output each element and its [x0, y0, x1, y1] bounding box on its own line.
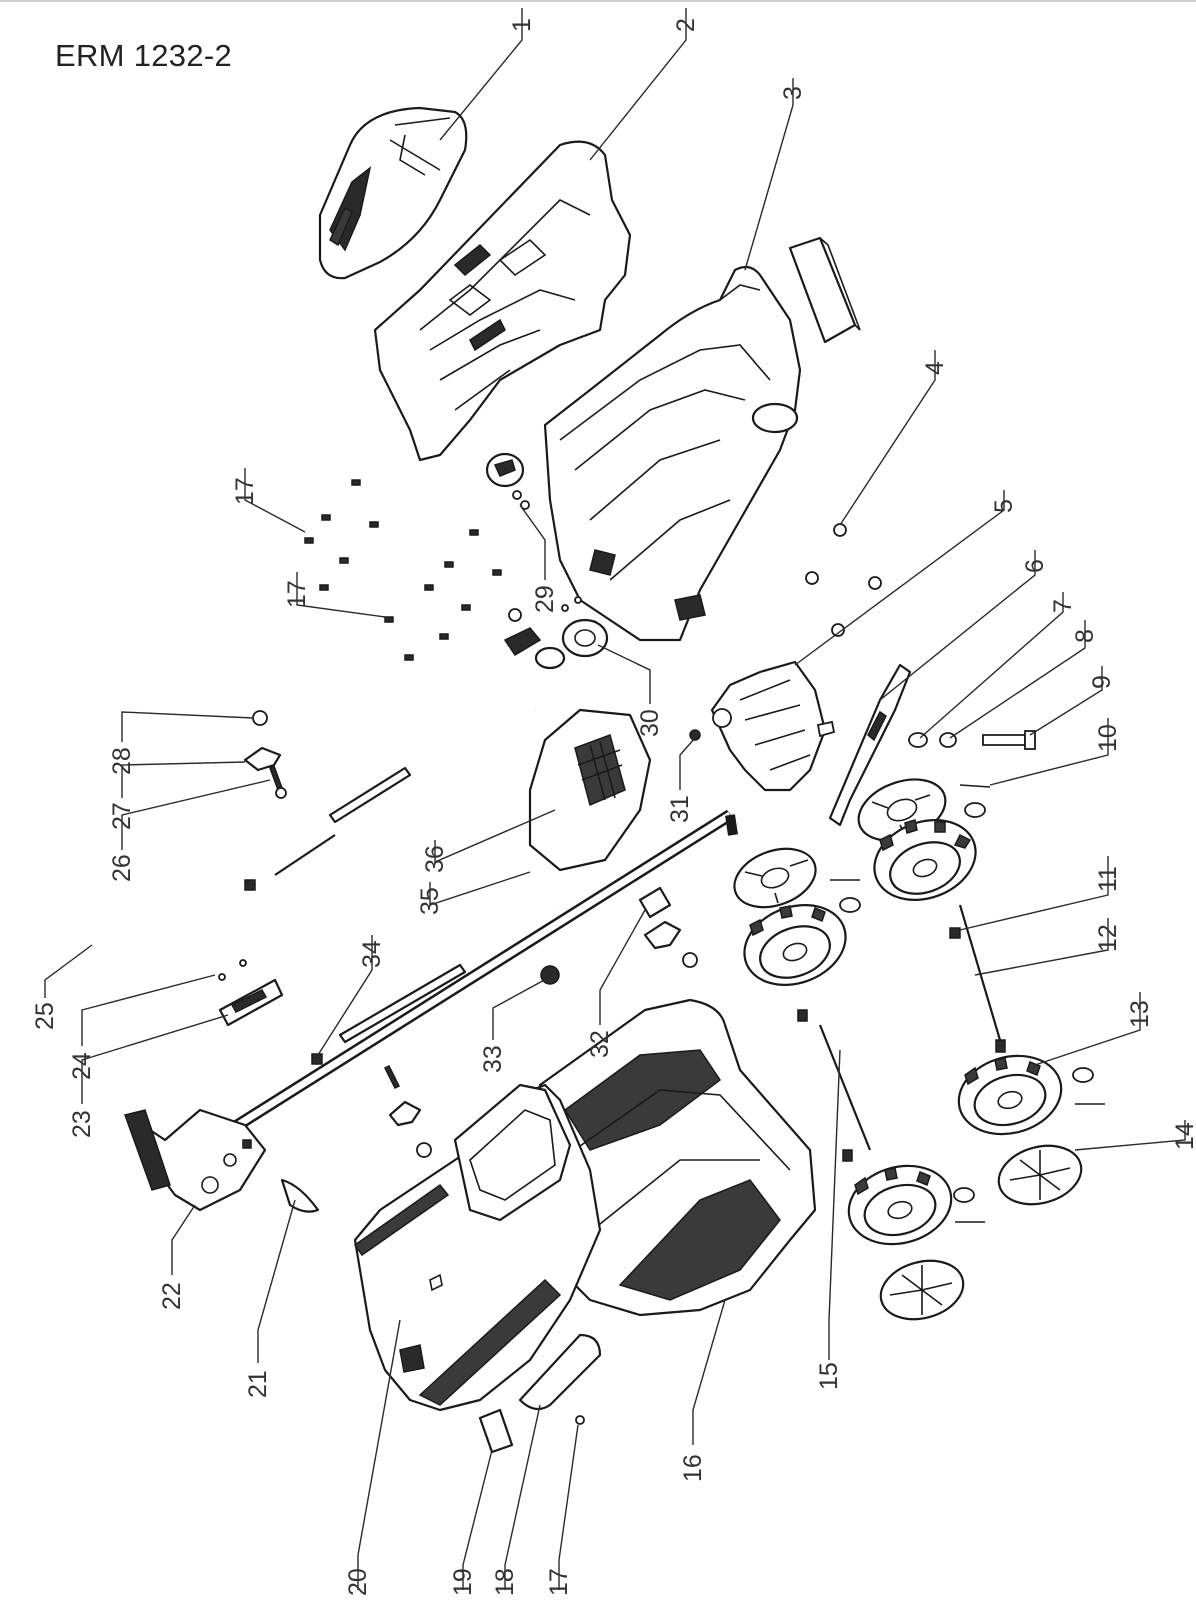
- callout-20: 20: [344, 1568, 372, 1596]
- part-29-lock-assembly: [485, 452, 530, 510]
- callout-35: 35: [416, 887, 444, 915]
- hubcap-lower: [879, 1259, 965, 1321]
- part-24-screws: [218, 959, 247, 981]
- callout-5: 5: [990, 499, 1018, 513]
- callout-16: 16: [679, 1454, 707, 1482]
- part-14-hubcap: [997, 1144, 1083, 1206]
- callout-33: 33: [479, 1045, 507, 1073]
- part-13-wheel: [957, 1039, 1063, 1136]
- part-2-top-deck: [373, 140, 632, 462]
- model-title: ERM 1232-2: [55, 38, 233, 73]
- part-22-switch-housing: [124, 1108, 267, 1212]
- washer-upper-front: [964, 802, 986, 818]
- callout-14: 14: [1171, 1122, 1196, 1150]
- handle-cables: [274, 766, 467, 1044]
- callout-8: 8: [1071, 629, 1099, 643]
- part-11-spring: [949, 927, 961, 939]
- part-19-label: [478, 1408, 514, 1454]
- part-23-switch-box: [218, 978, 284, 1027]
- callout-6: 6: [1021, 559, 1049, 573]
- rear-wheel-lower: [842, 1149, 953, 1246]
- callout-4: 4: [921, 361, 949, 375]
- part-6-blade: [828, 663, 912, 827]
- part-3-motor-housing: [543, 265, 802, 642]
- callout-27: 27: [108, 802, 136, 830]
- rear-wheel-hub-left: [733, 847, 817, 909]
- callout-13: 13: [1126, 1000, 1154, 1028]
- part-27-knob: [243, 746, 282, 772]
- callout-36: 36: [421, 845, 449, 873]
- callout-28: 28: [108, 747, 136, 775]
- part-5-motor: [710, 660, 836, 792]
- part-31-nut: [689, 729, 701, 741]
- callout-32: 32: [586, 1030, 614, 1058]
- callout-2: 2: [672, 18, 700, 32]
- callout-29: 29: [531, 585, 559, 613]
- callout-12: 12: [1094, 924, 1122, 952]
- callout-26: 26: [108, 854, 136, 882]
- callout-1: 1: [508, 18, 536, 32]
- part-36-battery: [528, 708, 652, 872]
- callout-11: 11: [1094, 866, 1122, 892]
- callout-17c: 17: [545, 1568, 573, 1596]
- part-34-clip: [244, 879, 323, 1065]
- part-25-upper-handle: [74, 706, 563, 1120]
- part-20-catcher-frame: [353, 1083, 602, 1412]
- callout-3: 3: [779, 86, 807, 100]
- callout-25: 25: [31, 1002, 59, 1030]
- part-12-axle: [958, 904, 1002, 1041]
- washer-rear-left: [797, 879, 861, 1022]
- part-3-bar: [788, 236, 861, 344]
- callout-30: 30: [636, 709, 664, 737]
- callout-23: 23: [68, 1110, 96, 1138]
- washer-13: [1072, 1067, 1105, 1105]
- part-17-screw-lower: [575, 1415, 585, 1425]
- callout-10: 10: [1094, 724, 1122, 752]
- washer-lower: [953, 1187, 985, 1223]
- front-wheel-upper: [873, 819, 977, 901]
- part-28-nut: [252, 710, 268, 726]
- part-30-lock-assembly: [503, 596, 609, 670]
- part-33-wing-nut: [540, 965, 560, 985]
- part-21-clamp: [280, 1178, 320, 1213]
- callout-9: 9: [1088, 675, 1116, 689]
- part-16-grass-box: [538, 998, 817, 1317]
- part-9-bolt: [982, 730, 1036, 750]
- callout-18: 18: [491, 1568, 519, 1596]
- rear-wheel-left: [743, 904, 847, 986]
- callout-21: 21: [244, 1370, 272, 1398]
- part-18-grip: [518, 1333, 602, 1411]
- part-10-screw: [959, 784, 991, 788]
- callout-31: 31: [666, 795, 694, 823]
- part-26-bolt: [269, 764, 287, 799]
- lower-knob-set: [383, 1064, 432, 1158]
- callout-17a: 17: [231, 477, 259, 505]
- callout-15: 15: [815, 1362, 843, 1390]
- part-1-cover: [318, 106, 468, 280]
- callout-22: 22: [158, 1282, 186, 1310]
- callout-19: 19: [449, 1568, 477, 1596]
- callout-24: 24: [68, 1052, 96, 1080]
- callout-labels: 1 2 3 4 5 6 7 8 9 10 11 12 13 14 15 16 1…: [31, 18, 1196, 1596]
- part-32-knob: [638, 886, 698, 968]
- part-15-axle: [818, 1024, 872, 1151]
- part-17-screws: [304, 479, 502, 661]
- callout-34: 34: [358, 940, 386, 968]
- leader-lines: [44, 8, 1186, 1590]
- callout-17b: 17: [283, 580, 311, 608]
- part-4-screws: [805, 523, 882, 637]
- callout-7: 7: [1049, 599, 1077, 613]
- part-35-lower-handle: [226, 809, 738, 1136]
